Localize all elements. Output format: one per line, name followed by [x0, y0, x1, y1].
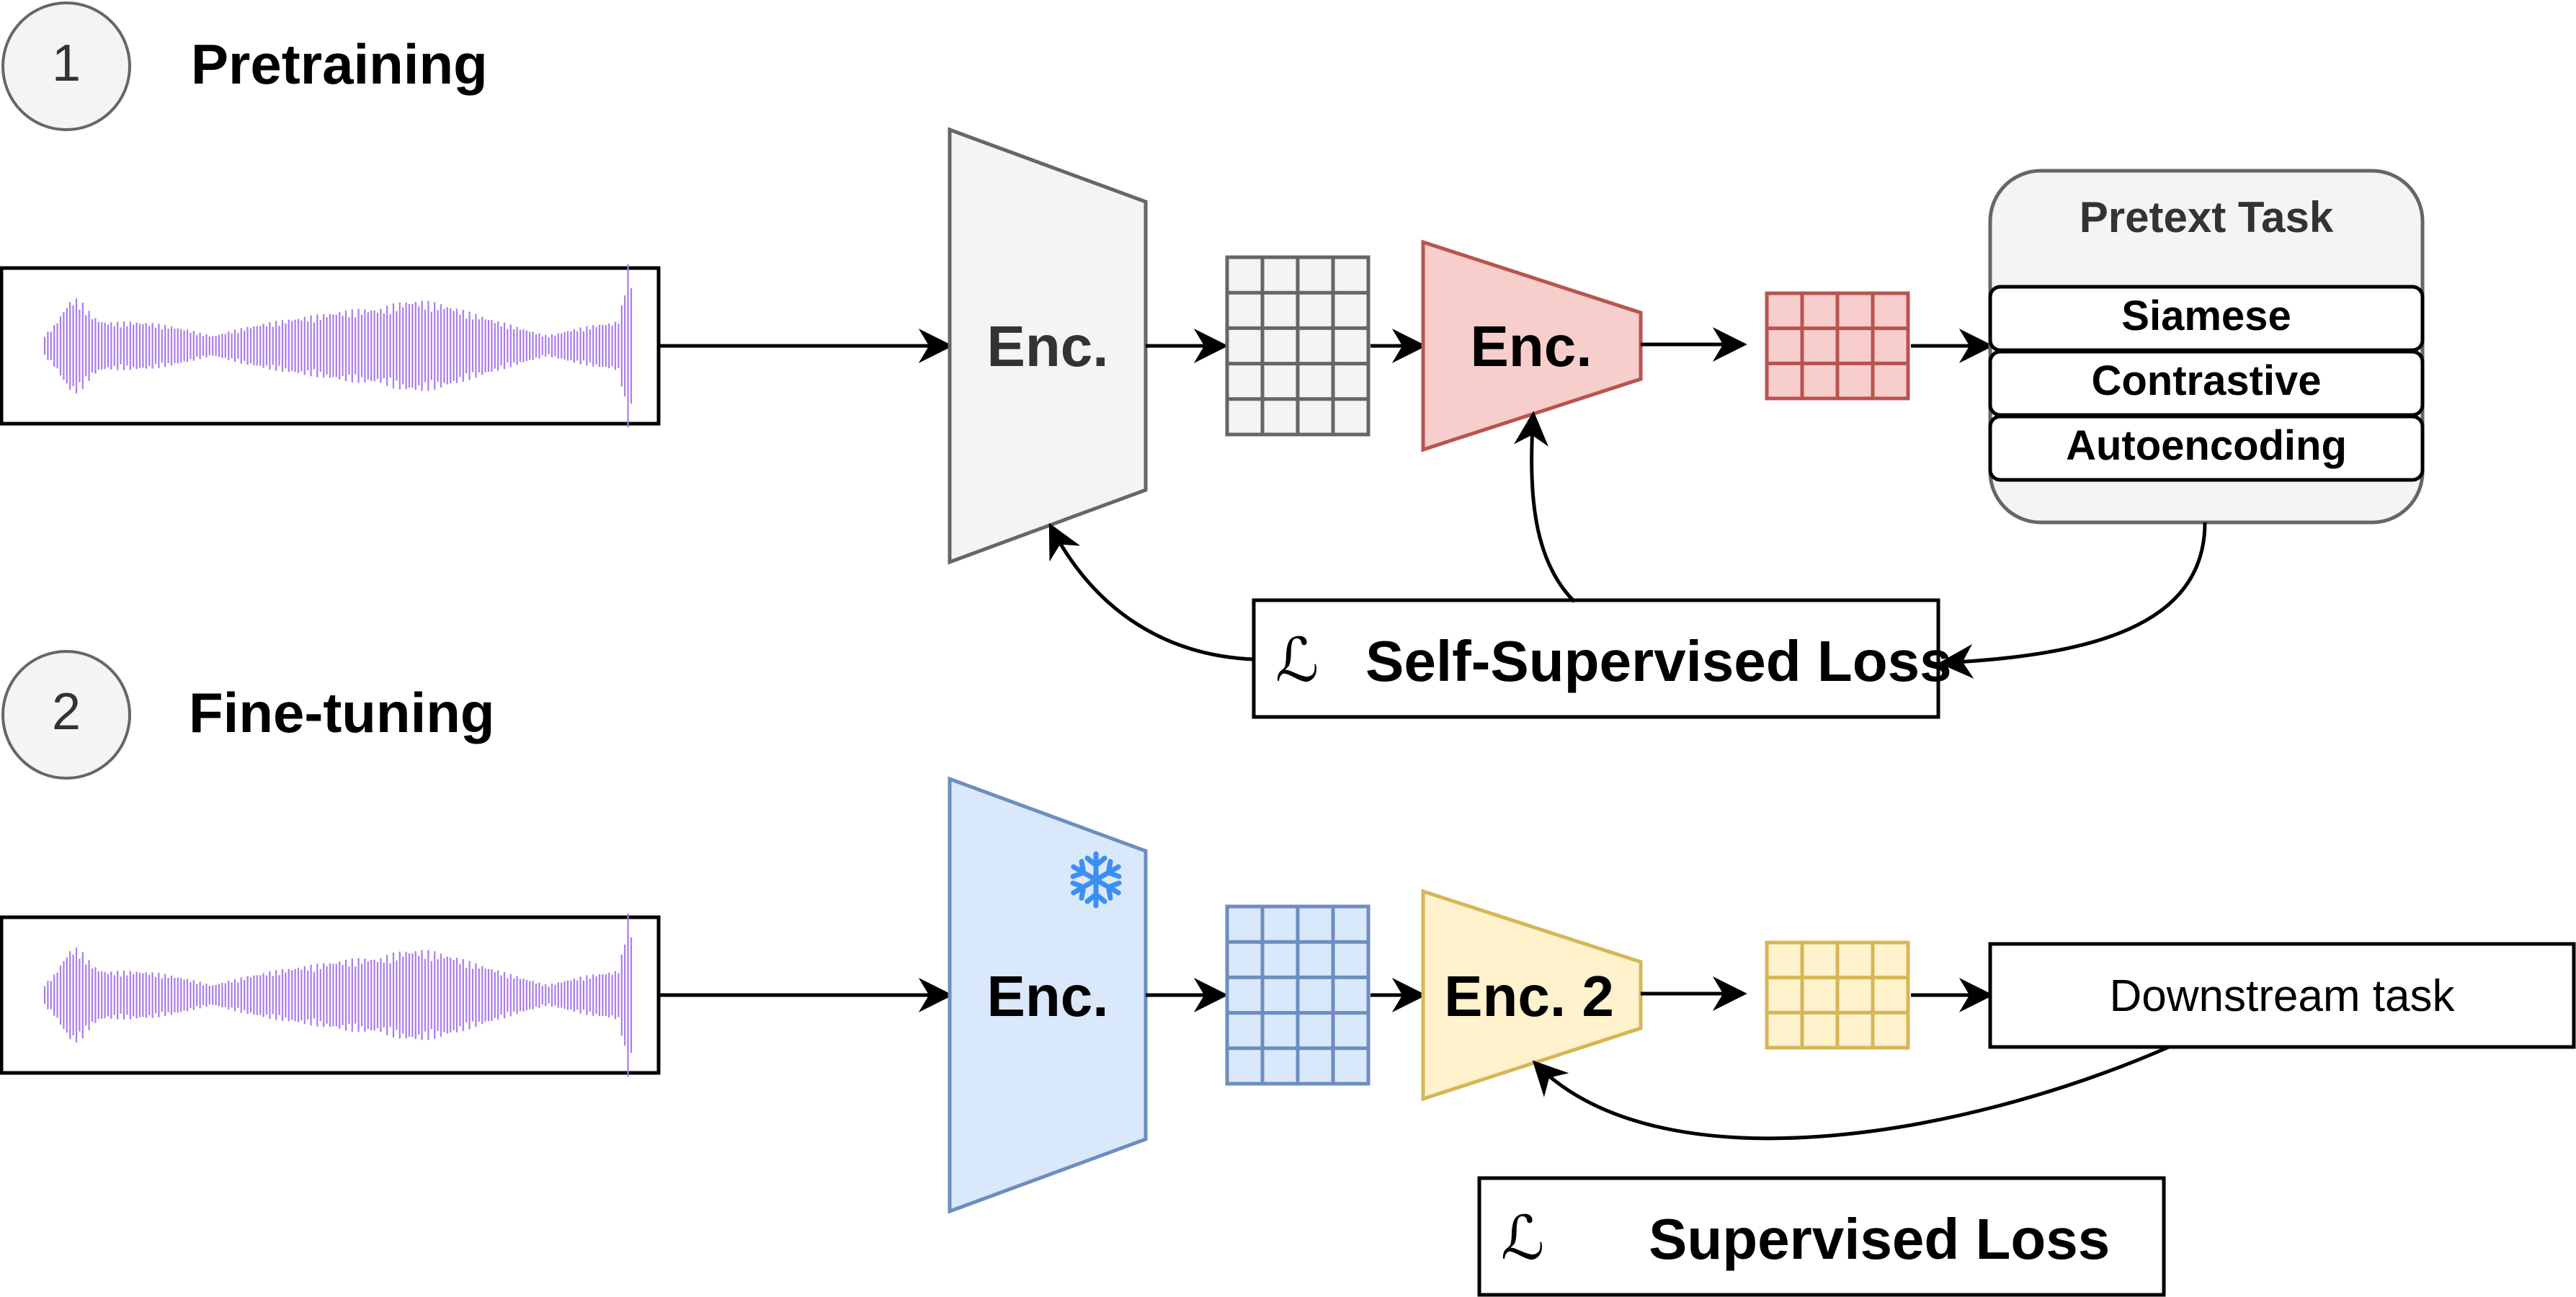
- arrow-loss-to-gray-encoder: [1048, 522, 1254, 661]
- pretraining-title: Pretraining: [191, 32, 488, 96]
- encoder-yellow: [1421, 888, 1643, 1102]
- audio-waveform: [43, 264, 633, 428]
- step-2-number: 2: [52, 683, 81, 741]
- pretext-option-siamese-label: Siamese: [2121, 293, 2291, 339]
- encoder-red-label: Enc.: [1471, 314, 1592, 378]
- downstream-task-label: Downstream task: [2110, 971, 2456, 1021]
- audio-waveform-2: [43, 913, 633, 1077]
- step-1-badge: [1, 1, 131, 131]
- pretext-option-autoencoding-label: Autoencoding: [2066, 422, 2347, 469]
- supervised-loss-label: Supervised Loss: [1649, 1207, 2110, 1271]
- encoder-blue-label: Enc.: [987, 964, 1109, 1028]
- encoder-red: [1421, 239, 1643, 453]
- feature-grid-gray: [1225, 255, 1371, 437]
- finetuning-title: Fine-tuning: [189, 681, 495, 744]
- supervised-loss-box: [1477, 1176, 2166, 1297]
- downstream-task-box: [1988, 942, 2576, 1049]
- pretext-task-title: Pretext Task: [2080, 193, 2334, 241]
- arrow-downstream-to-yellow-encoder: [1532, 1045, 2170, 1141]
- self-supervised-loss-label: Self-Supervised Loss: [1365, 629, 1952, 693]
- pretraining-section: 1 Pretraining Enc. Enc. Pretext Task Sia…: [0, 1, 2425, 719]
- step-2-badge: [1, 650, 131, 780]
- encoder-yellow-label: Enc. 2: [1444, 964, 1614, 1028]
- loss-symbol-icon-2: ℒ: [1501, 1204, 1545, 1272]
- step-1-number: 1: [52, 35, 81, 92]
- feature-grid-red: [1765, 291, 1910, 401]
- pretext-option-autoencoding: [1988, 414, 2425, 482]
- encoder-gray-label: Enc.: [987, 314, 1109, 378]
- self-supervised-loss-box: [1252, 598, 1940, 719]
- encoder-gray: [948, 127, 1148, 565]
- pretext-option-contrastive-label: Contrastive: [2091, 357, 2321, 404]
- feature-grid-blue: [1225, 904, 1371, 1086]
- feature-grid-yellow: [1765, 940, 1910, 1050]
- arrow-loss-to-red-encoder: [1514, 411, 1576, 603]
- finetuning-section: 2 Fine-tuning Enc. Enc. 2 Downstream tas…: [0, 650, 2576, 1297]
- arrow-pretext-to-loss: [1938, 522, 2207, 679]
- snowflake-icon: [1069, 851, 1123, 909]
- loss-symbol-icon: ℒ: [1275, 626, 1319, 694]
